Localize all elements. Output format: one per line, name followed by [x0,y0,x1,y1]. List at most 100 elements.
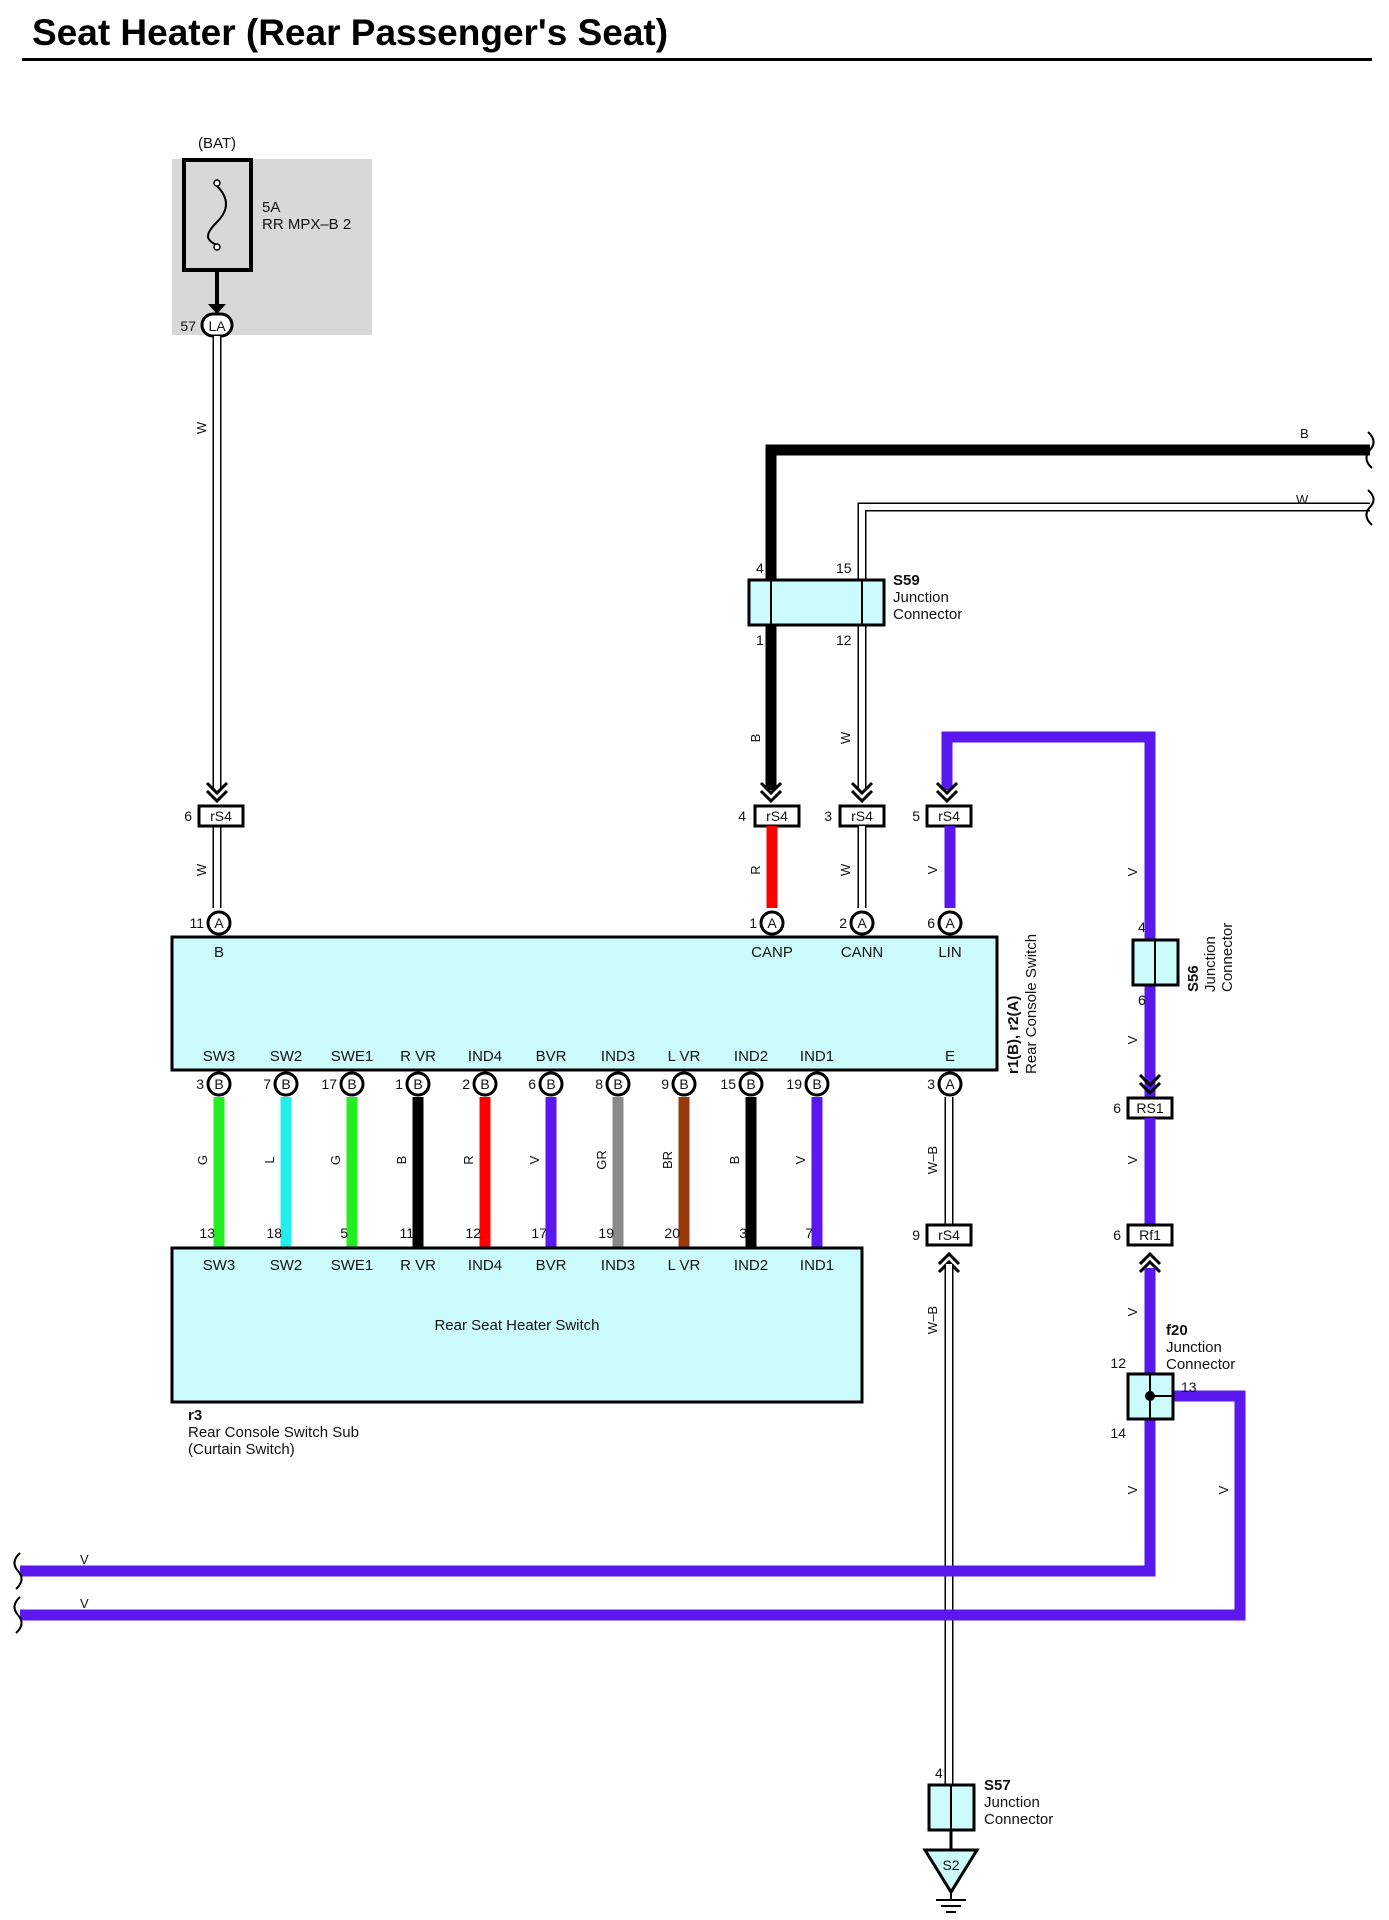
rs1-label: RS1 [1136,1100,1163,1116]
heater-pin-number: 18 [266,1225,282,1241]
switch-terminal-name: IND3 [601,1048,635,1065]
heater-pin-number: 17 [531,1225,547,1241]
heater-pin-number: 20 [664,1225,680,1241]
switch-pin-conn: B [613,1076,622,1092]
heater-terminal-name: IND3 [601,1257,635,1274]
harness-wire-color: B [727,1156,742,1165]
wire-label-v-bottom2: V [80,1596,89,1611]
switch-terminal-name: R VR [400,1048,436,1065]
fuse-source-label: (BAT) [198,135,236,152]
heater-terminal-name: SW2 [270,1257,303,1274]
switch-pin-number: 1 [749,915,757,931]
switch-pin-conn: B [746,1076,755,1092]
wire-label: W [838,863,853,876]
heater-switch-id: r3 [188,1407,202,1424]
s56-label: Connector [1219,923,1236,992]
wire-label: W [194,863,209,876]
switch-pin-number: 3 [196,1076,204,1092]
switch-pin-conn: B [679,1076,688,1092]
wire-label: V [1125,1155,1140,1164]
heater-pin-number: 7 [805,1225,813,1241]
ground-label: S2 [942,1857,959,1873]
switch-pin-number: 2 [462,1076,470,1092]
switch-terminal-name: CANP [751,944,793,961]
rs4-pin: 9 [912,1227,920,1243]
switch-pin-number: 6 [927,915,935,931]
switch-terminal-name: SWE1 [331,1048,374,1065]
f20-label: Connector [1166,1356,1235,1373]
wire-label: R [748,865,763,874]
s59-label: Junction [893,589,949,606]
switch-pin-conn: A [945,915,955,931]
rs1-connector: RS1 6 [1113,1073,1174,1120]
switch-terminal-name: IND4 [468,1048,502,1065]
ground-icon [922,1848,980,1895]
wire-b-s59 [765,444,1370,790]
f20-pin: 13 [1181,1379,1197,1395]
s57-pin: 4 [935,1765,943,1781]
f20-label: Junction [1166,1339,1222,1356]
s59-pin: 12 [836,632,852,648]
switch-pin-connector-icon [937,1071,963,1097]
harness-wire-color: GR [594,1150,609,1170]
switch-pin-number: 3 [927,1076,935,1092]
heater-terminal-name: L VR [668,1257,701,1274]
harness-wire-color: BR [660,1151,675,1169]
rear-console-switch-name: Rear Console Switch [1023,934,1040,1074]
wire-label: V [1125,1307,1140,1316]
rear-console-switch-id: r1(B), r2(A) [1005,996,1022,1074]
fuse-name: RR MPX–B 2 [262,216,351,233]
s59-pin: 15 [836,560,852,576]
heater-terminal-name: SW3 [203,1257,236,1274]
switch-pin-conn: A [945,1076,955,1092]
wire-label: V [925,865,940,874]
rear-console-switch [170,935,999,1072]
connector-la-pin: 57 [180,318,196,334]
switch-pin-connector-icon [849,910,875,936]
f20-id: f20 [1166,1322,1188,1339]
heater-pin-number: 5 [340,1225,348,1241]
s59-pin: 4 [756,560,764,576]
switch-terminal-name: CANN [841,944,884,961]
wire-break-w [1365,489,1375,526]
harness-wire-color: B [394,1156,409,1165]
wire-label: V [1125,1485,1140,1494]
s56-pin: 4 [1138,919,1146,935]
s56-id: S56 [1185,965,1202,992]
title-divider [22,58,1372,61]
rf1-connector: Rf1 6 [1113,1223,1174,1274]
switch-pin-connector-icon [472,1071,498,1097]
rear-seat-heater-switch [170,1246,864,1404]
rs4-pin: 3 [824,808,832,824]
switch-pin-number: 8 [595,1076,603,1092]
switch-pin-connector-icon [206,910,232,936]
switch-pin-number: 11 [189,915,204,931]
fuse-icon [207,182,227,249]
switch-terminal-name: E [945,1048,955,1065]
heater-terminal-name: IND4 [468,1257,502,1274]
wire-break-b [1365,431,1375,469]
harness-wire-color: L [262,1156,277,1163]
switch-pin-connector-icon [605,1071,631,1097]
switch-terminal-name: LIN [938,944,961,961]
switch-pin-conn: B [413,1076,422,1092]
wire-w-s59-outline [857,502,1370,790]
rs4-label: rS4 [210,808,232,824]
fuse-terminal-bottom [213,243,221,251]
switch-pin-conn: A [857,915,867,931]
wire-label: W [838,731,853,744]
heater-pin-number: 13 [199,1225,215,1241]
harness-wire-color: G [195,1155,210,1165]
switch-pin-conn: B [546,1076,555,1092]
wire-label: V [1216,1485,1231,1494]
heater-terminal-name: IND1 [800,1257,834,1274]
switch-pin-conn: A [767,915,777,931]
switch-pin-connector-icon [759,910,785,936]
wire-label: W–B [925,1146,940,1174]
fuse-rating: 5A [262,199,280,216]
switch-pin-connector-icon [937,910,963,936]
heater-switch-name: Rear Console Switch Sub [188,1424,359,1441]
